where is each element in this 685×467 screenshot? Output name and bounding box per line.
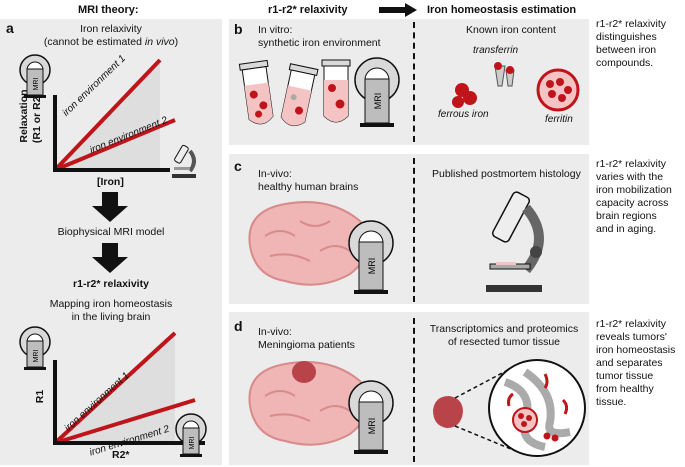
microscope-icon [172, 144, 196, 178]
header-estimation: Iron homeostasis estimation [427, 4, 577, 16]
relaxivity-label: r1-r2* relaxivity [73, 278, 149, 290]
panel-a-title-1: Iron relaxivity [80, 23, 142, 35]
panel-b-left-2: synthetic iron environment [258, 37, 381, 49]
brain-tumor-icon [248, 361, 369, 446]
svg-text:MRI: MRI [373, 93, 383, 110]
side-note-d: r1-r2* relaxivity reveals tumors' iron h… [596, 318, 676, 408]
panel-d-left-1: In-vivo: [258, 326, 292, 338]
x-axis-label-iron: [Iron] [97, 176, 124, 188]
panel-d-right-2: of resected tumor tissue [447, 336, 561, 348]
y-axis-r1: R1 [34, 389, 47, 404]
panel-c-left-1: In-vivo: [258, 168, 292, 180]
right-arrow-icon [379, 3, 417, 17]
ferrous-label: ferrous iron [438, 109, 489, 120]
x-axis-r2: R2* [112, 449, 130, 461]
mapping-label-2: in the living brain [71, 311, 151, 323]
mri-scanner-icon-b: MRI [354, 57, 400, 127]
mapping-label-1: Mapping iron homeostasis [49, 298, 173, 310]
panel-c-left-2: healthy human brains [258, 181, 359, 193]
tissue-zoom-icon [433, 359, 586, 457]
panel-d-right-1: Transcriptomics and proteomics [429, 323, 579, 335]
biophysical-model-label: Biophysical MRI model [57, 226, 165, 238]
mri-scanner-icon-2: MRI [19, 326, 51, 370]
svg-text:MRI: MRI [33, 78, 40, 91]
side-note-c: r1-r2* relaxivity varies with the iron m… [596, 158, 672, 235]
relaxation-graph [53, 58, 176, 172]
header-relaxivity: r1-r2* relaxivity [268, 4, 348, 16]
mri-scanner-icon-d: MRI [348, 380, 394, 454]
ferritin-label: ferritin [545, 114, 573, 125]
panel-b-letter: b [234, 21, 243, 37]
panel-d-divider [413, 318, 415, 462]
down-arrow-icon-2 [92, 243, 128, 273]
env2-line [54, 118, 176, 172]
iron-compounds-icon [452, 62, 580, 112]
svg-text:MRI: MRI [367, 418, 377, 435]
env1-line [53, 58, 162, 172]
test-tubes-icon [238, 59, 351, 127]
transferrin-label: transferrin [473, 45, 519, 56]
side-note-b: r1-r2* relaxivity distinguishes between … [596, 18, 667, 69]
svg-text:MRI: MRI [33, 350, 40, 363]
panel-b-divider [413, 22, 415, 142]
panel-c-divider [413, 158, 415, 302]
svg-text:MRI: MRI [189, 437, 196, 450]
mri-scanner-icon: MRI [19, 54, 51, 98]
mri-scanner-icon-3: MRI [175, 413, 207, 457]
r1-r2-graph [53, 331, 205, 445]
panel-d-letter: d [234, 318, 243, 334]
panel-c-right-1: Published postmortem histology [432, 168, 581, 180]
svg-text:MRI: MRI [367, 258, 377, 275]
panel-a-title-2: (cannot be estimated in vivo) [43, 36, 179, 48]
mri-scanner-icon-c: MRI [348, 220, 394, 294]
panel-d-left-2: Meningioma patients [258, 339, 355, 351]
panel-c-letter: c [234, 158, 242, 174]
microscope-icon-c [486, 191, 544, 292]
header-mri-theory: MRI theory: [78, 4, 139, 16]
down-arrow-icon [92, 192, 128, 222]
panel-b-left-1: In vitro: [258, 24, 293, 36]
panel-a-letter: a [6, 20, 14, 36]
panel-b-right-1: Known iron content [466, 24, 556, 36]
